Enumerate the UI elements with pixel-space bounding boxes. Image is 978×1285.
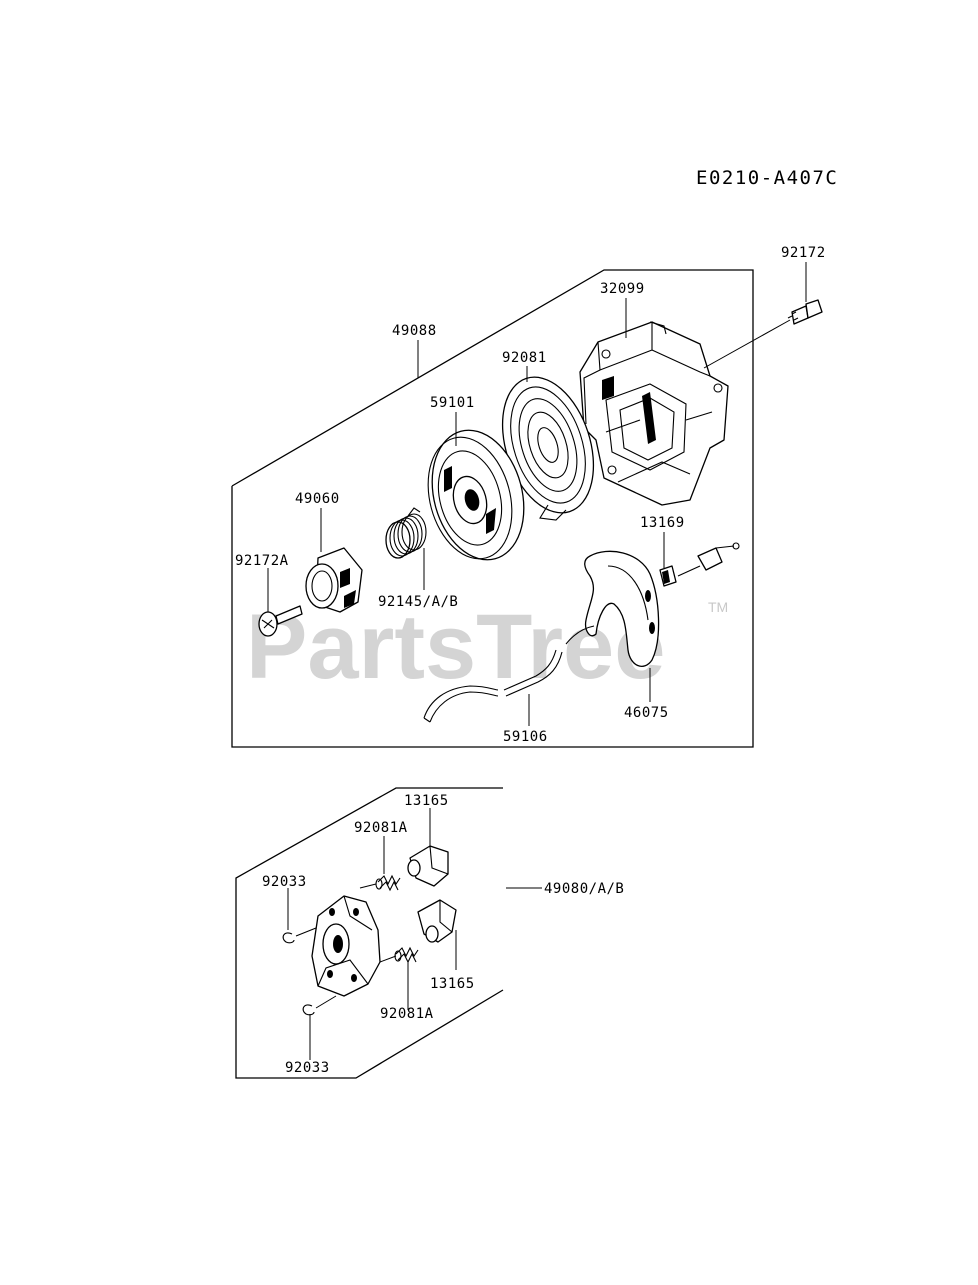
clutch-body — [311, 895, 381, 997]
label-32099: 32099 — [600, 281, 645, 297]
upper-assembly: 92172 32099 49088 92081 59101 49060 9217… — [231, 245, 826, 748]
label-49080-a-b: 49080/A/B — [544, 881, 624, 897]
lower-leader-lines — [287, 808, 542, 1060]
handle-46075 — [584, 550, 660, 667]
label-92081: 92081 — [502, 350, 547, 366]
lower-labels: 13165 92081A 92033 49080/A/B 13165 92081… — [262, 793, 624, 1076]
watermark-trademark: TM — [708, 599, 728, 615]
ratchet-49060 — [305, 547, 363, 613]
label-49088: 49088 — [392, 323, 437, 339]
lower-assembly-frame — [235, 787, 504, 1079]
label-46075: 46075 — [624, 705, 669, 721]
label-92081A-top: 92081A — [354, 820, 408, 836]
bolt-92172 — [703, 299, 823, 369]
upper-labels: 92172 32099 49088 92081 59101 49060 9217… — [235, 245, 826, 745]
spring-92145 — [385, 507, 427, 559]
label-92033-bottom: 92033 — [285, 1060, 330, 1076]
recoil-spring-92081 — [501, 376, 595, 521]
circlip-92033-upper — [282, 927, 317, 944]
spring-92081A-upper — [359, 874, 401, 892]
label-92145-a-b: 92145/A/B — [378, 594, 458, 610]
spring-92081A-lower — [379, 946, 419, 964]
rope-clip-13169 — [659, 542, 740, 587]
label-59106: 59106 — [503, 729, 548, 745]
label-49060: 49060 — [295, 491, 340, 507]
label-92081A-bottom: 92081A — [380, 1006, 434, 1022]
label-59101: 59101 — [430, 395, 475, 411]
diagram-code: E0210-A407C — [696, 167, 838, 189]
rope-59106 — [423, 625, 595, 723]
upper-assembly-frame — [231, 269, 754, 748]
label-13165-bottom: 13165 — [430, 976, 475, 992]
label-13165-top: 13165 — [404, 793, 449, 809]
upper-leader-lines — [267, 262, 807, 726]
circlip-92033-lower — [302, 995, 337, 1016]
label-92172A: 92172A — [235, 553, 289, 569]
starter-case-32099 — [579, 321, 729, 506]
screw-92172A — [258, 605, 303, 637]
reel-59101 — [427, 429, 525, 561]
label-92172: 92172 — [781, 245, 826, 261]
lower-assembly: 13165 92081A 92033 49080/A/B 13165 92081… — [235, 787, 624, 1079]
label-92033-top: 92033 — [262, 874, 307, 890]
clutch-shoe-13165-lower — [417, 899, 457, 943]
label-13169: 13169 — [640, 515, 685, 531]
clutch-shoe-13165-upper — [407, 845, 449, 887]
